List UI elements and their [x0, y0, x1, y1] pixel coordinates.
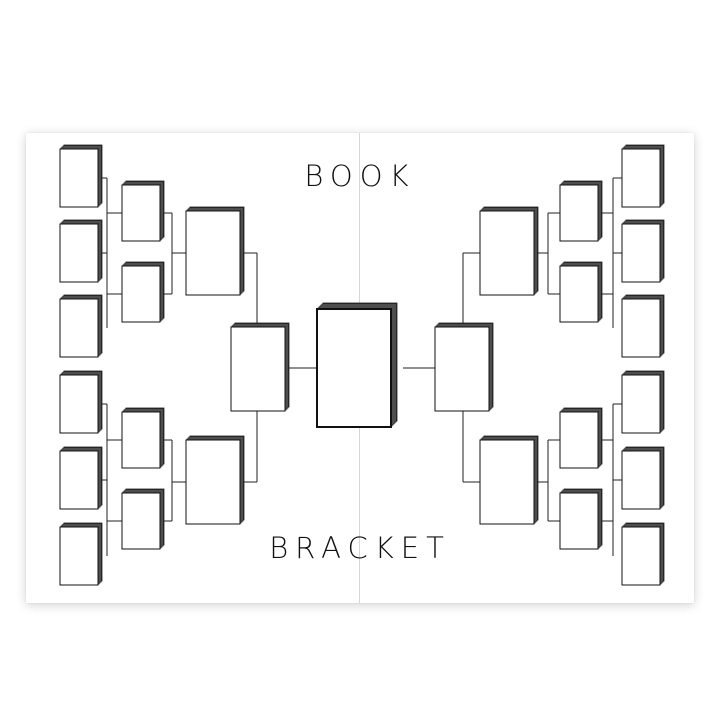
book-slot-r1-right-3[interactable] [621, 294, 665, 358]
book-slot-r1-right-4[interactable] [621, 370, 665, 434]
book-slot-r1-left-1[interactable] [59, 144, 103, 208]
book-slot-r2-right-3[interactable] [559, 407, 603, 469]
book-slot-r3-right-2[interactable] [479, 435, 539, 525]
book-slot-r1-left-3[interactable] [59, 294, 103, 358]
book-slot-r1-left-2[interactable] [59, 219, 103, 283]
book-slot-semifinal-right[interactable] [434, 322, 494, 412]
book-slot-r1-right-2[interactable] [621, 219, 665, 283]
book-slot-r2-right-2[interactable] [559, 261, 603, 323]
book-slot-r3-right-1[interactable] [479, 206, 539, 296]
book-slot-r2-right-1[interactable] [559, 180, 603, 242]
book-slot-r1-left-6[interactable] [59, 522, 103, 586]
title-bracket: BRACKET [269, 531, 451, 565]
book-slot-r2-left-2[interactable] [121, 261, 165, 323]
book-slot-r1-left-4[interactable] [59, 370, 103, 434]
book-slot-champion[interactable] [316, 302, 398, 428]
title-book: BOOK [304, 159, 416, 193]
book-slot-r1-left-5[interactable] [59, 446, 103, 510]
book-slot-r3-left-2[interactable] [185, 435, 245, 525]
book-slot-r3-left-1[interactable] [185, 206, 245, 296]
book-slot-r1-right-5[interactable] [621, 446, 665, 510]
book-slot-r2-left-4[interactable] [121, 488, 165, 550]
book-slot-r2-left-3[interactable] [121, 407, 165, 469]
book-slot-r1-right-6[interactable] [621, 522, 665, 586]
book-slot-r2-right-4[interactable] [559, 488, 603, 550]
book-slot-r1-right-1[interactable] [621, 144, 665, 208]
book-slot-r2-left-1[interactable] [121, 180, 165, 242]
book-slot-semifinal-left[interactable] [230, 322, 290, 412]
